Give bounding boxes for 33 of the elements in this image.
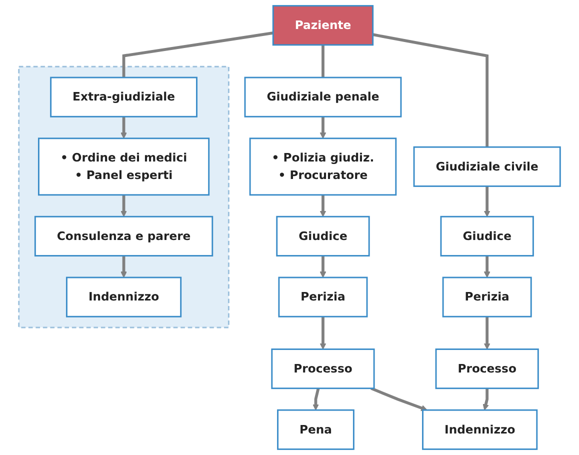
arrow bbox=[120, 116, 127, 139]
arrow bbox=[120, 194, 127, 217]
arrow bbox=[120, 256, 127, 278]
node-box: Perizia bbox=[278, 276, 368, 318]
node-box: Giudiziale civile bbox=[413, 146, 561, 187]
node-box: Pena bbox=[277, 409, 354, 450]
node-box: Giudice bbox=[276, 216, 370, 256]
arrow bbox=[320, 116, 326, 139]
arrow bbox=[312, 388, 320, 410]
connector bbox=[322, 44, 324, 78]
cluster bbox=[18, 66, 230, 328]
node-box: Processo bbox=[435, 348, 539, 390]
node-box: Processo bbox=[271, 348, 375, 390]
arrow bbox=[320, 316, 326, 350]
node-box: Giudice bbox=[440, 216, 534, 256]
arrow bbox=[320, 194, 326, 217]
arrow bbox=[484, 316, 490, 350]
node-box: Consulenza e parere bbox=[34, 216, 214, 256]
connector bbox=[122, 32, 274, 78]
arrow bbox=[484, 256, 490, 278]
arrow bbox=[482, 388, 489, 410]
node-box: • Ordine dei medici • Panel esperti bbox=[38, 138, 210, 196]
connector bbox=[372, 33, 489, 148]
node-box: Indennizzo bbox=[422, 409, 538, 450]
node-box: • Polizia giudiz. • Procuratore bbox=[249, 138, 397, 196]
arrow bbox=[320, 256, 326, 278]
node-box: Giudiziale penale bbox=[244, 76, 402, 118]
node-box: Indennizzo bbox=[66, 276, 182, 318]
node-box: Perizia bbox=[442, 276, 532, 318]
node-box: Extra-giudiziale bbox=[50, 76, 198, 118]
node-box: Paziente bbox=[272, 5, 374, 46]
arrow bbox=[370, 387, 428, 412]
arrow bbox=[484, 186, 490, 217]
